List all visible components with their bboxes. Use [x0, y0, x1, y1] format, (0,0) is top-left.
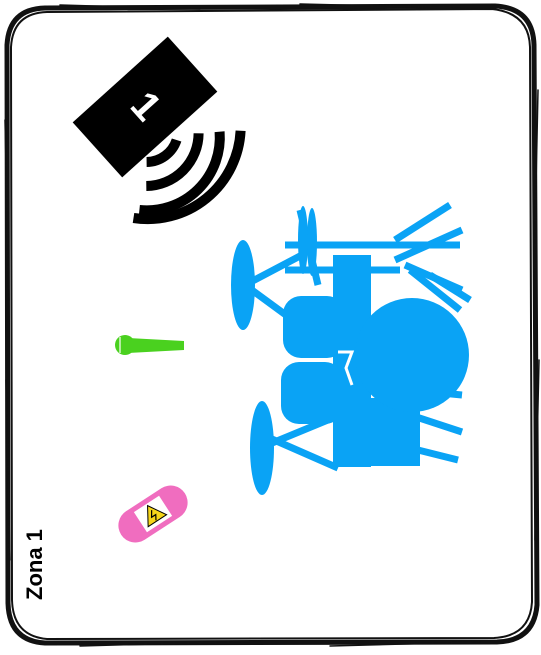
power-outlet-icon: [112, 479, 194, 549]
microphone-icon: [115, 335, 184, 355]
zone-label: Zona 1: [22, 529, 48, 600]
drum-kit-icon: [231, 205, 470, 495]
speaker-icon: 1: [73, 37, 241, 219]
